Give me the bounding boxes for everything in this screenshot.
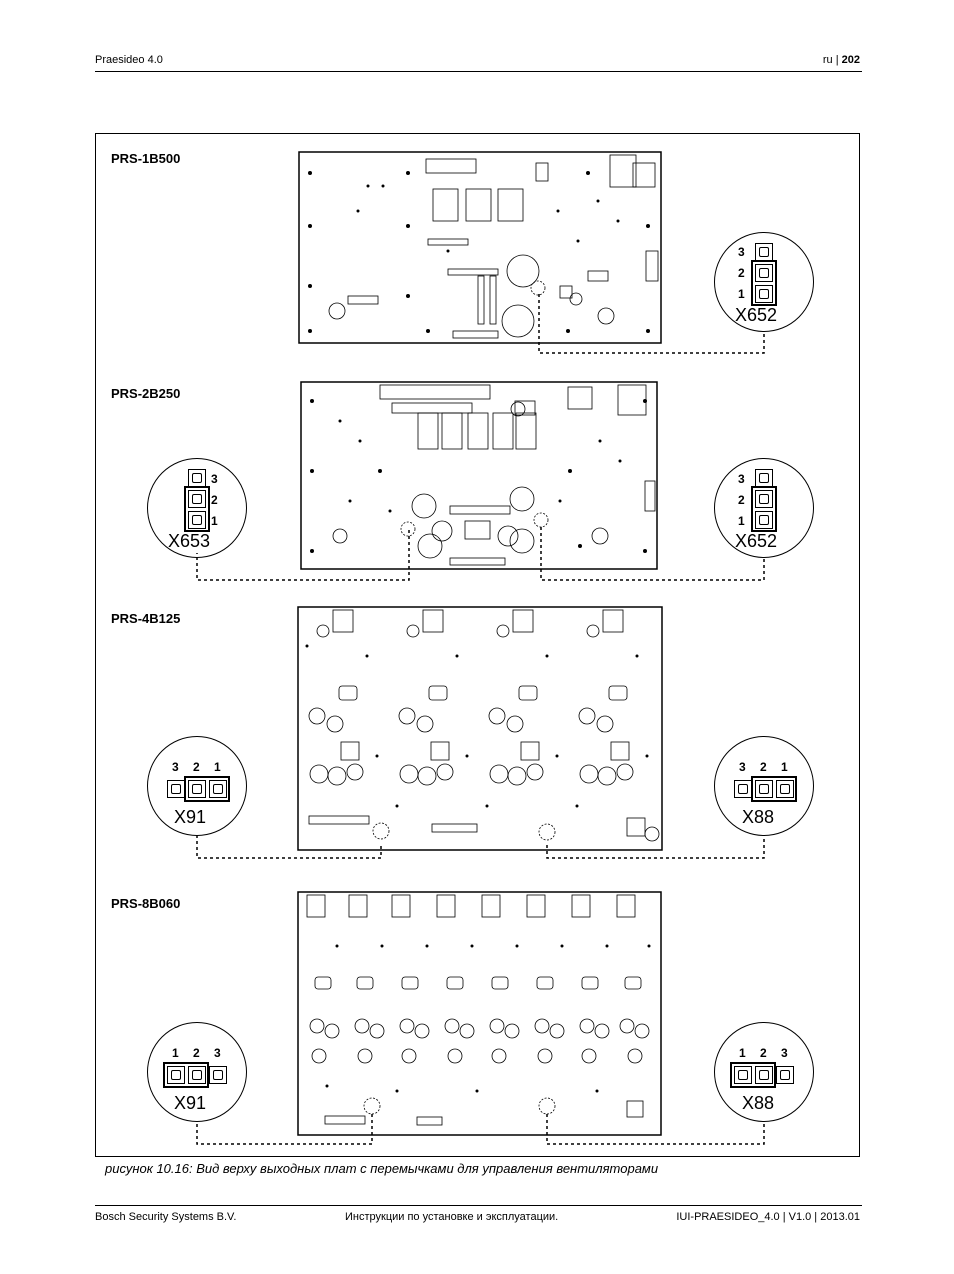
header-rule [95,71,862,72]
jumper-pin [209,1066,227,1084]
jumper-pin [755,490,773,508]
pin-number: 1 [781,760,788,774]
jumper-label: X653 [168,531,211,551]
pin-number: 3 [738,245,745,259]
pcb-drawing-2 [300,381,658,570]
jumper-cap [751,776,797,802]
jumper-pin [776,1066,794,1084]
jumper-label: X652 [735,531,778,551]
footer-doc-id: IUI-PRAESIDEO_4.0 | V1.0 | 2013.01 [676,1211,860,1223]
jumper-label: X88 [742,1093,775,1113]
pin-number: 1 [738,287,745,301]
jumper-cap [184,776,230,802]
jumper-label: X91 [174,1093,207,1113]
pin-number: 3 [172,760,179,774]
jumper-pin [755,285,773,303]
jumper-pin [188,1066,206,1084]
board-label-1: PRS-1B500 [111,151,181,166]
jumper-label: X91 [174,807,207,827]
jumper-pin [734,1066,752,1084]
pcb-drawing-3 [297,606,663,851]
jumper-cap [163,1062,209,1088]
jumper-cap [730,1062,776,1088]
jumper-label: X88 [742,807,775,827]
board-label-2: PRS-2B250 [111,386,181,401]
jumper-pin [209,780,227,798]
jumper-pin [755,511,773,529]
jumper-pin [776,780,794,798]
pin-number: 2 [738,266,745,280]
board-label-4: PRS-8B060 [111,896,181,911]
jumper-cap [751,486,777,532]
pin-number: 1 [214,760,221,774]
pin-number: 2 [760,1046,767,1060]
pin-number: 2 [193,760,200,774]
jumper-pin [755,780,773,798]
header-lang: ru | [822,54,842,66]
jumper-x652-detail [714,232,814,332]
figure-frame [95,133,860,1157]
jumper-pin [188,511,206,529]
jumper-pin [755,243,773,261]
jumper-x91-detail [147,736,247,836]
jumper-pin [188,490,206,508]
jumper-pin [755,264,773,282]
pin-number: 3 [211,472,218,486]
pin-number: 2 [760,760,767,774]
jumper-pin [755,469,773,487]
jumper-cap [751,260,777,306]
pin-number: 2 [211,493,218,507]
header-product: Praesideo 4.0 [95,54,163,66]
pin-number: 1 [739,1046,746,1060]
jumper-x91-detail [147,1022,247,1122]
pin-number: 3 [214,1046,221,1060]
pin-number: 3 [738,472,745,486]
jumper-pin [188,469,206,487]
jumper-pin [734,780,752,798]
pin-number: 1 [172,1046,179,1060]
pin-number: 1 [211,514,218,528]
jumper-label: X652 [735,305,778,325]
pin-number: 2 [738,493,745,507]
footer-rule [95,1205,862,1206]
footer-company: Bosch Security Systems B.V. [95,1211,237,1223]
board-label-3: PRS-4B125 [111,611,181,626]
pin-number: 3 [739,760,746,774]
footer-doc-title: Инструкции по установке и эксплуатации. [345,1211,559,1223]
jumper-pin [167,780,185,798]
jumper-x653-detail [147,458,247,558]
page-number: 202 [841,54,860,66]
pin-number: 1 [738,514,745,528]
jumper-x88-detail [714,736,814,836]
pin-number: 2 [193,1046,200,1060]
jumper-x652-detail [714,458,814,558]
pin-number: 3 [781,1046,788,1060]
jumper-cap [184,486,210,532]
jumper-pin [755,1066,773,1084]
header-page: ru | 202 [823,54,860,66]
jumper-pin [167,1066,185,1084]
jumper-x88-detail [714,1022,814,1122]
pcb-drawing-1 [298,151,662,344]
pcb-drawing-4 [297,891,662,1136]
figure-caption: рисунок 10.16: Вид верху выходных плат с… [105,1161,659,1176]
jumper-pin [188,780,206,798]
